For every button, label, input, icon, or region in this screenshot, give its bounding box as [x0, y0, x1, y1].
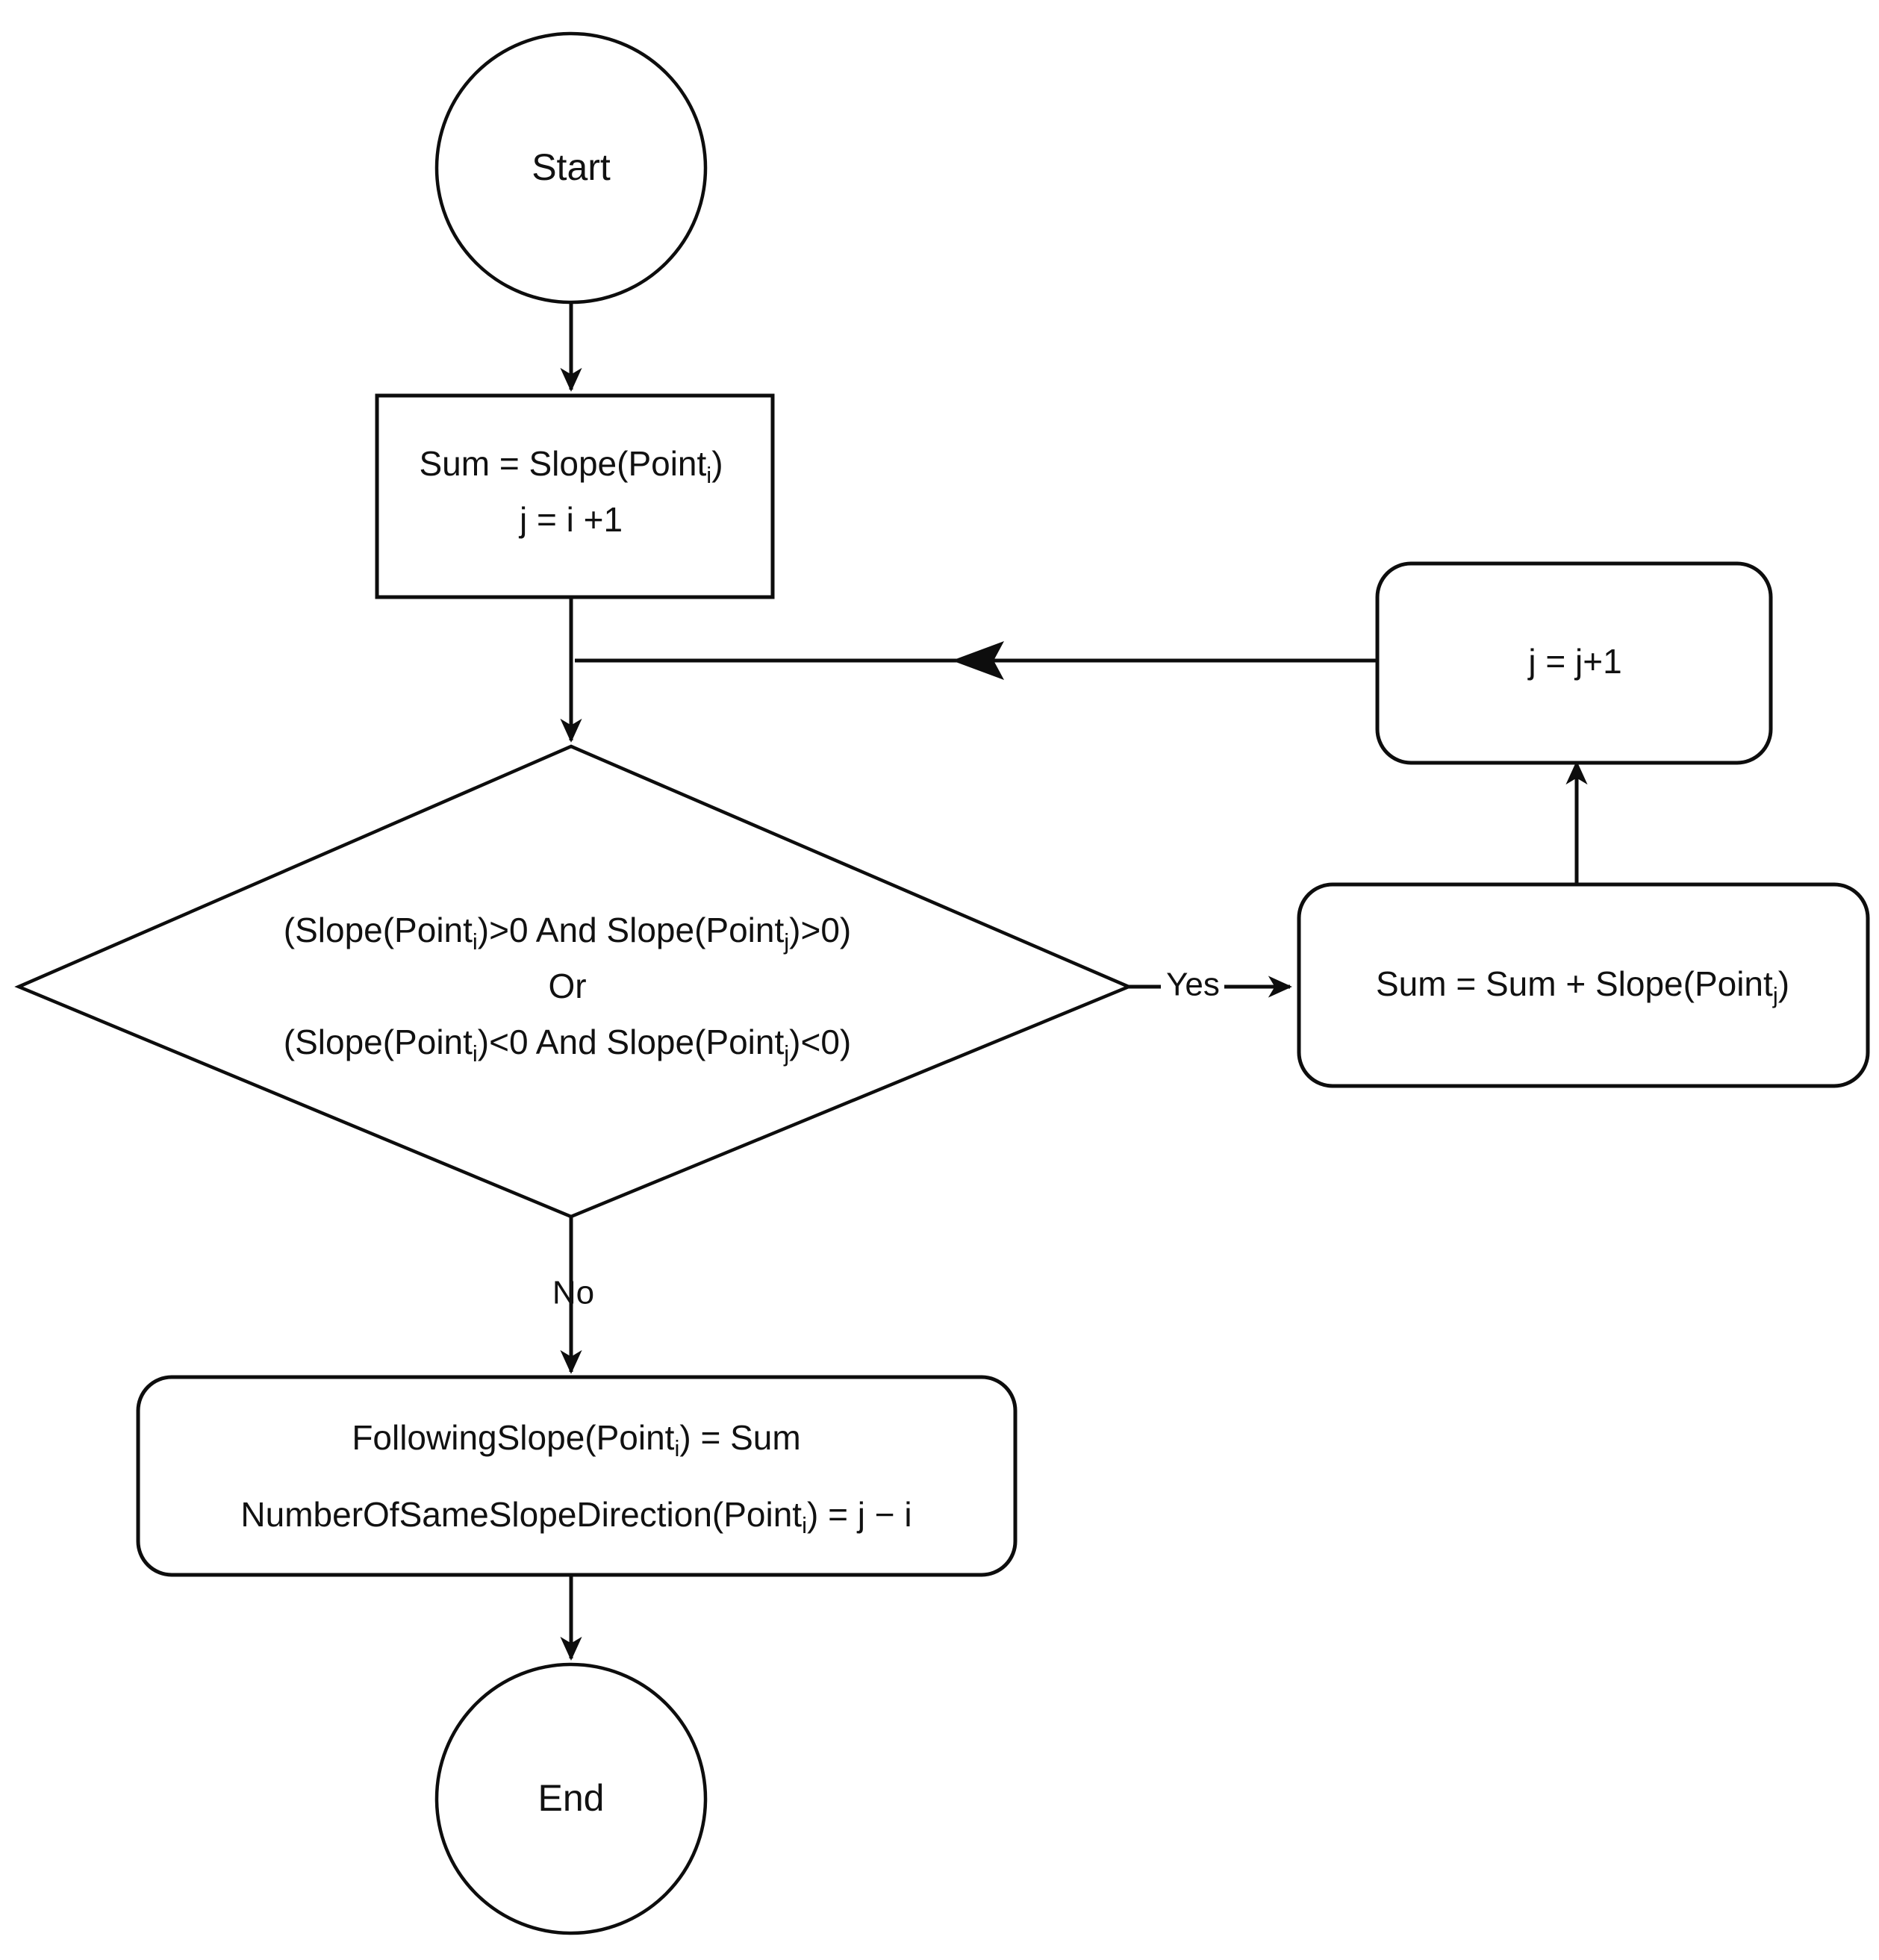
end-circle-shape [434, 1662, 708, 1935]
decision-line3-a: (Slope(Point [284, 1023, 473, 1061]
result-line1-b: ) = Sum [679, 1418, 800, 1457]
node-init[interactable]: Sum = Slope(Pointi) j = i +1 [375, 393, 775, 599]
init-line1-sub: i [706, 462, 711, 488]
decision-diamond-shape [14, 744, 1133, 1219]
init-line2: j = i +1 [518, 500, 623, 539]
node-decision[interactable]: (Slope(Pointi)>0 And Slope(Pointj)>0) Or… [14, 744, 1133, 1219]
result-line2: NumberOfSameSlopeDirection(Pointi) = j −… [240, 1495, 912, 1538]
decision-line1: (Slope(Pointi)>0 And Slope(Pointj)>0) [284, 911, 851, 955]
edge-label-no: No [552, 1275, 594, 1311]
node-start[interactable]: Start [434, 31, 708, 305]
node-end[interactable]: End [434, 1662, 708, 1935]
accumulate-label: Sum = Sum + Slope(Pointj) [1376, 964, 1789, 1008]
result-line1-sub: i [674, 1435, 679, 1461]
start-circle-shape [434, 31, 708, 305]
decision-line3: (Slope(Pointi)<0 And Slope(Pointj)<0) [284, 1023, 851, 1067]
result-line2-sub: i [802, 1512, 807, 1538]
decision-line1-c: )>0) [789, 911, 851, 949]
edge-increment-to-decision-loop [575, 641, 1377, 680]
loop-arrowhead [952, 641, 1004, 680]
decision-line3-sub1: i [473, 1040, 478, 1067]
decision-line1-sub2: j [783, 928, 789, 955]
result-line2-a: NumberOfSameSlopeDirection(Point [240, 1495, 802, 1534]
result-line2-b: ) = j − i [807, 1495, 912, 1534]
result-line1-a: FollowingSlope(Point [352, 1418, 674, 1457]
decision-line1-a: (Slope(Point [284, 911, 473, 949]
edge-label-yes: Yes [1166, 967, 1220, 1003]
increment-rect-shape [1375, 561, 1773, 765]
init-line1-b: ) [711, 444, 723, 483]
decision-line3-b: )<0 And Slope(Point [478, 1023, 785, 1061]
end-label: End [538, 1777, 605, 1819]
decision-line3-sub2: j [783, 1040, 789, 1067]
accumulate-label-a: Sum = Sum + Slope(Point [1376, 964, 1773, 1003]
node-increment[interactable]: j = j+1 [1375, 561, 1773, 765]
init-line1: Sum = Slope(Pointi) [419, 444, 723, 488]
init-rect-shape [375, 393, 775, 599]
accumulate-rect-shape [1297, 882, 1870, 1088]
result-line1: FollowingSlope(Pointi) = Sum [352, 1418, 800, 1461]
decision-line2: Or [548, 967, 586, 1005]
init-line1-a: Sum = Slope(Point [419, 444, 706, 483]
node-result[interactable]: FollowingSlope(Pointi) = Sum NumberOfSam… [136, 1375, 1018, 1577]
increment-label: j = j+1 [1527, 642, 1621, 681]
result-rect-shape [136, 1375, 1018, 1577]
accumulate-label-sub: j [1772, 982, 1778, 1008]
decision-line1-b: )>0 And Slope(Point [478, 911, 785, 949]
node-accumulate[interactable]: Sum = Sum + Slope(Pointj) [1297, 882, 1870, 1088]
accumulate-label-b: ) [1778, 964, 1789, 1003]
decision-line3-c: )<0) [789, 1023, 851, 1061]
decision-line1-sub1: i [473, 928, 478, 955]
start-label: Start [532, 146, 611, 188]
